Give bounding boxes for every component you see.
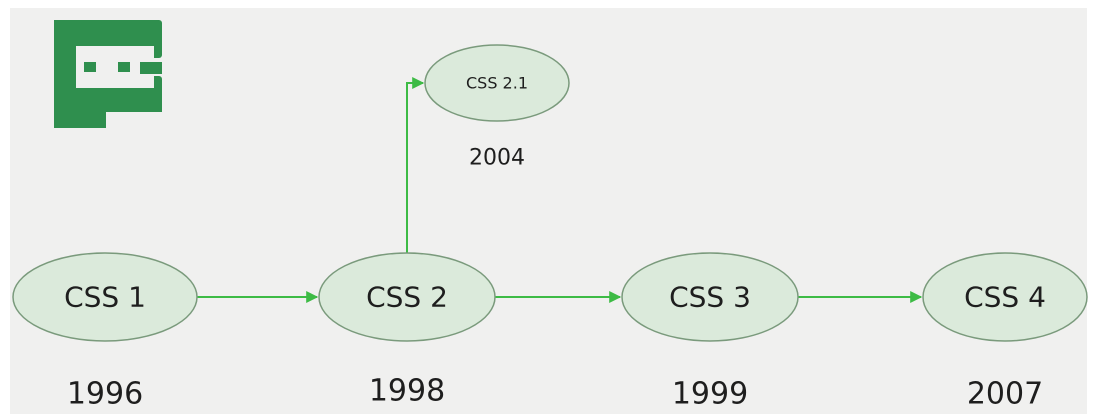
year-label: 2007 — [967, 377, 1043, 412]
left-border — [0, 0, 10, 414]
year-label: 1996 — [67, 377, 143, 412]
node-ellipse — [12, 252, 198, 342]
year-label: 2004 — [469, 146, 525, 171]
year-label: 1999 — [672, 377, 748, 412]
arrow-css2-to-css21 — [406, 77, 425, 253]
node-ellipse — [318, 252, 496, 342]
node-css4: CSS 4 2007 — [922, 252, 1088, 412]
node-ellipse — [424, 44, 570, 122]
node-label: CSS 2.1 — [466, 74, 528, 93]
top-border — [0, 0, 1099, 8]
node-label: CSS 4 — [964, 281, 1046, 314]
year-label: 1998 — [369, 374, 445, 409]
node-label: CSS 2 — [366, 281, 448, 314]
node-css21: CSS 2.1 2004 — [424, 44, 570, 171]
right-border — [1087, 0, 1099, 414]
edges-layer — [197, 77, 923, 303]
node-css2: CSS 2 1998 — [318, 252, 496, 409]
node-css3: CSS 3 1999 — [621, 252, 799, 412]
node-ellipse — [621, 252, 799, 342]
brand-logo-icon — [54, 20, 162, 128]
node-css1: CSS 1 1996 — [12, 252, 198, 412]
node-label: CSS 3 — [669, 281, 751, 314]
node-label: CSS 1 — [64, 281, 146, 314]
node-ellipse — [922, 252, 1088, 342]
